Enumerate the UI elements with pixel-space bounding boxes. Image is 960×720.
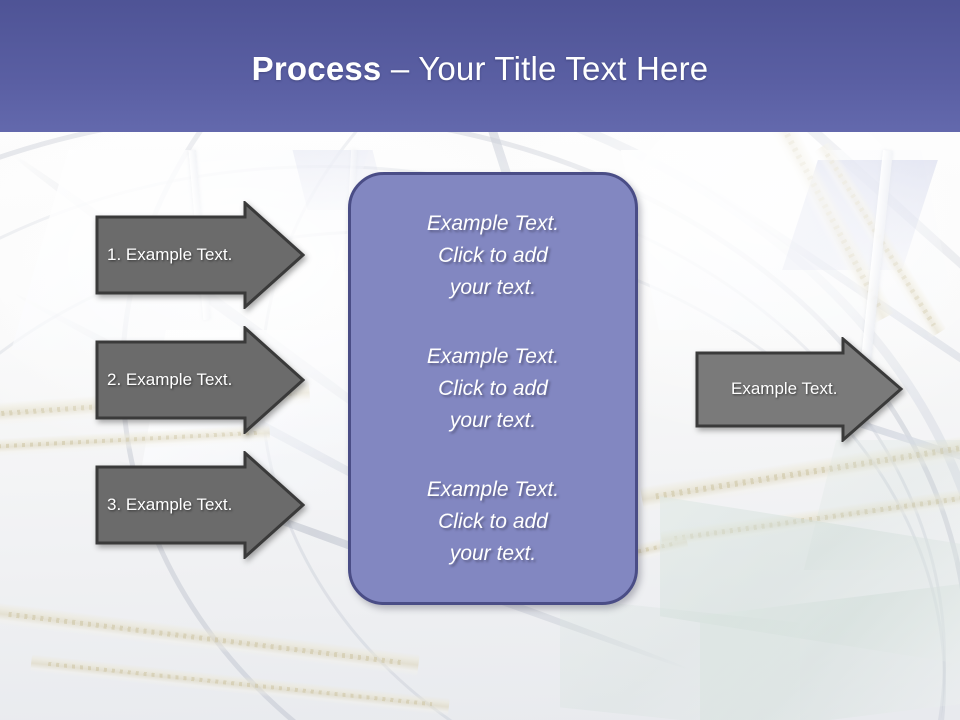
title-regular-part: Your Title Text Here [418,50,709,87]
center-block-2-line-1: Example Text. [426,344,560,368]
center-block-2-line-2: Click to add [438,376,548,400]
input-arrow-1[interactable]: 1. Example Text. [95,201,305,309]
center-block-1-line-3: your text. [449,275,537,299]
output-arrow[interactable]: Example Text. [695,337,905,442]
slide-header [0,0,960,132]
header-gradient [0,0,960,132]
arrow-right-icon [95,326,305,434]
output-arrow-label: Example Text. [731,379,838,398]
center-block-1-line-2: Click to add [438,243,548,267]
center-text-block-3: Example Text. Click to add your text. [369,474,617,570]
center-block-3-line-2: Click to add [438,509,548,533]
arrow-right-icon [95,451,305,559]
input-arrow-2-label: 2. Example Text. [107,370,233,389]
title-bold-part: Process [251,50,382,87]
header-sheen [0,0,960,132]
center-text-block-2: Example Text. Click to add your text. [369,341,617,437]
process-detail-box[interactable]: Example Text. Click to add your text. Ex… [348,172,638,605]
title-separator: – [381,50,419,87]
input-arrow-3-label: 3. Example Text. [107,495,233,514]
center-block-2-line-3: your text. [449,408,537,432]
page-title: Process – Your Title Text Here [0,50,960,88]
center-block-3-line-3: your text. [449,541,537,565]
input-arrow-1-label: 1. Example Text. [107,245,233,264]
center-text-block-1: Example Text. Click to add your text. [369,208,617,304]
center-block-3-line-1: Example Text. [426,477,560,501]
input-arrow-2[interactable]: 2. Example Text. [95,326,305,434]
input-arrow-3[interactable]: 3. Example Text. [95,451,305,559]
arrow-right-icon [695,337,904,442]
center-block-1-line-1: Example Text. [426,211,560,235]
arrow-right-icon [95,201,305,309]
